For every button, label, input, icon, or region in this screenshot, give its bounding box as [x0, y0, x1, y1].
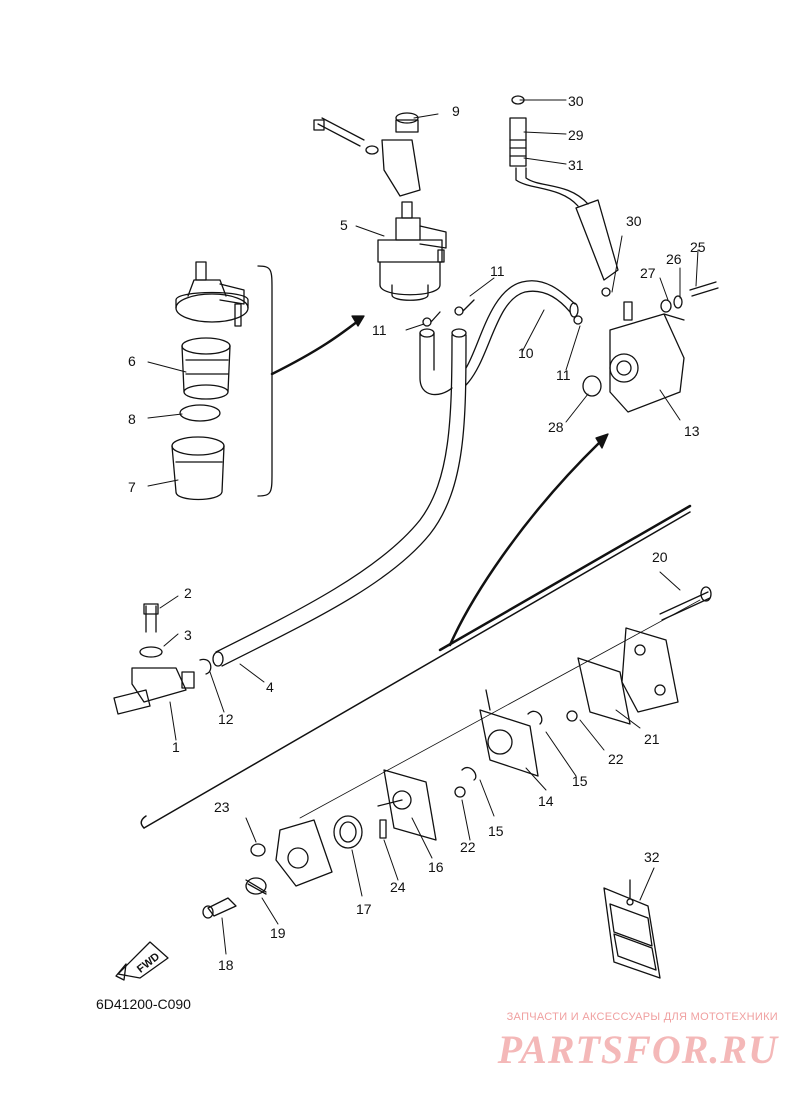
- pump-exploded: [202, 586, 712, 919]
- part-label: 1: [172, 739, 180, 755]
- part-label: 11: [372, 322, 387, 338]
- clip-11-pair: [422, 299, 475, 327]
- fuel-joint-1: [113, 603, 212, 715]
- part-label: 28: [548, 419, 564, 435]
- part-label: 5: [340, 217, 348, 233]
- watermark-logo: PARTSFOR.RU: [497, 1027, 778, 1072]
- part-label: 25: [690, 239, 706, 255]
- part-label: 7: [128, 479, 136, 495]
- fwd-arrow-icon: FWD: [115, 941, 169, 981]
- part-label: 29: [568, 127, 584, 143]
- tag-32: [603, 879, 661, 979]
- part-label: 3: [184, 627, 192, 643]
- part-label: 20: [652, 549, 668, 565]
- part-label: 10: [518, 345, 534, 361]
- dividers: [140, 433, 692, 829]
- part-label: 31: [568, 157, 584, 173]
- fuel-pump-13: [509, 95, 719, 413]
- part-label: 22: [460, 839, 476, 855]
- watermark-tagline: ЗАПЧАСТИ И АКСЕССУАРЫ ДЛЯ МОТОТЕХНИКИ: [506, 1011, 778, 1023]
- part-label: 15: [572, 773, 588, 789]
- part-label: 11: [490, 263, 505, 279]
- filter-inset: [171, 261, 365, 501]
- part-label: 23: [214, 799, 230, 815]
- part-label: 13: [684, 423, 700, 439]
- part-label: 24: [390, 879, 406, 895]
- part-label: 8: [128, 411, 136, 427]
- bracket: [313, 112, 421, 197]
- part-label: 26: [666, 251, 682, 267]
- part-label: 18: [218, 957, 234, 973]
- fuel-hose-4: [212, 280, 579, 667]
- part-label: 4: [266, 679, 274, 695]
- part-label: 2: [184, 585, 192, 601]
- part-label: 6: [128, 353, 136, 369]
- fuel-filter-5: [377, 201, 447, 301]
- part-label: 19: [270, 925, 286, 941]
- part-label: 32: [644, 849, 660, 865]
- part-label: 27: [640, 265, 656, 281]
- part-label: 30: [568, 93, 584, 109]
- part-label: 21: [644, 731, 660, 747]
- part-label: 16: [428, 859, 444, 875]
- diagram-code: 6D41200-C090: [96, 996, 191, 1012]
- part-label: 17: [356, 901, 372, 917]
- part-label: 15: [488, 823, 504, 839]
- part-labels: 1 2 3 4 5 6 7 8 9 10 11 11 11 12 13 14 1…: [128, 93, 706, 973]
- part-label: 30: [626, 213, 642, 229]
- part-label: 12: [218, 711, 234, 727]
- part-label: 9: [452, 103, 460, 119]
- part-label: 11: [556, 367, 571, 383]
- part-label: 14: [538, 793, 554, 809]
- part-label: 22: [608, 751, 624, 767]
- leader-lines: [147, 99, 699, 955]
